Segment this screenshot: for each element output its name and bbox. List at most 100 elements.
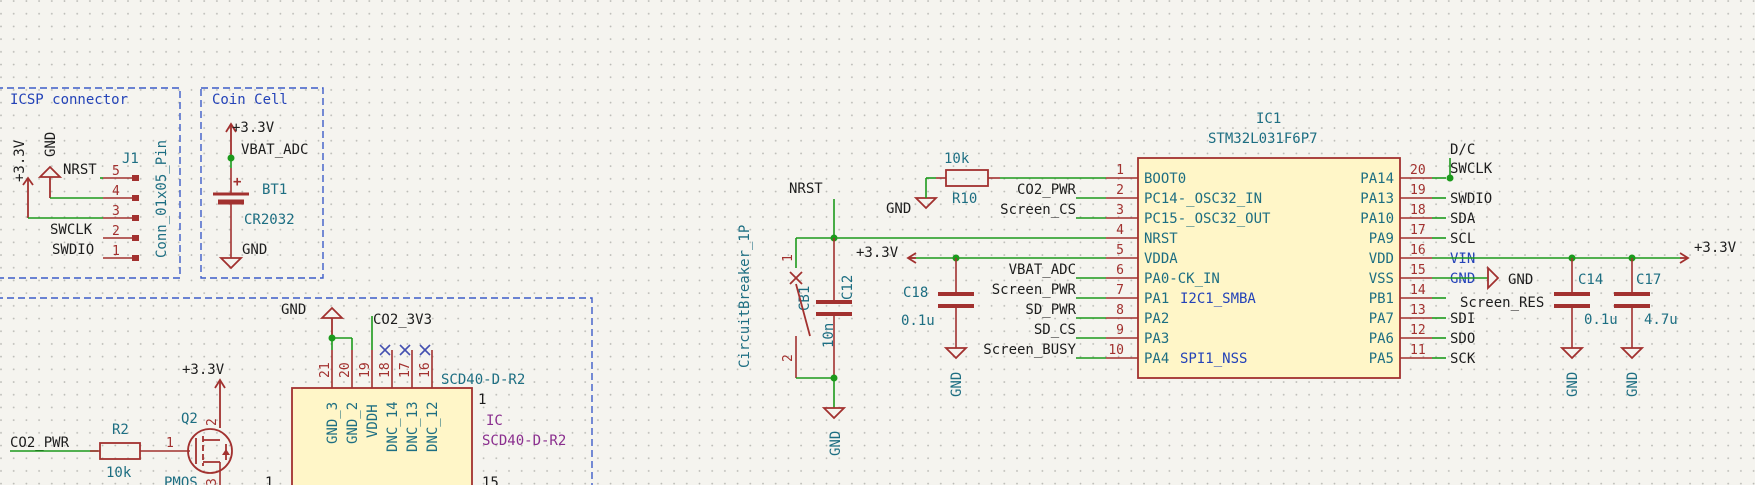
mcu-right-pin-num: 11 (1410, 343, 1426, 358)
q2-body (187, 428, 233, 474)
mcu-right-net-label: SWCLK (1450, 161, 1493, 177)
scd40-pin-18: 18 (378, 362, 393, 378)
c12-ref: C12 (840, 275, 856, 300)
mcu-left-net-label: Screen_PWR (992, 282, 1077, 298)
scd40-right-pin: 15 (482, 475, 499, 485)
mcu-right-pin-num: 14 (1410, 283, 1426, 298)
icsp-pin-4: 4 (112, 184, 120, 199)
mcu-right-pin-num: 15 (1410, 263, 1426, 278)
c18-ref: C18 (903, 285, 928, 301)
mcu-right-net-label: SDA (1450, 211, 1476, 227)
c18-value: 0.1u (901, 313, 935, 329)
c14-ref: C14 (1578, 272, 1603, 288)
vss-gnd-label: GND (1508, 272, 1533, 288)
mcu-left-pin-num: 4 (1116, 223, 1124, 238)
c17-group[interactable]: C17 4.7u GND (1614, 258, 1678, 397)
c12-value: 10n (821, 323, 837, 348)
q2-group[interactable]: +3.3V 2 Q2 CO2_PWR R2 10k 1 3 PMOS (10, 362, 233, 485)
reset-nrst-label: NRST (789, 181, 823, 197)
scd40-pinname-dnc12: DNC_12 (425, 401, 441, 452)
mcu-left-pins: 1BOOT02PC14-_OSC32_INCO2_PWR3PC15-_OSC32… (983, 163, 1271, 367)
mcu-left-pin-alt: I2C1_SMBA (1180, 291, 1256, 307)
coin-plus: + (233, 174, 241, 190)
mcu-ref: IC1 (1256, 111, 1281, 127)
mcu-left-net-label: VBAT_ADC (1009, 262, 1076, 278)
scd40-co2-3v3-label: CO2_3V3 (373, 312, 432, 328)
coin-sheet-box (200, 87, 324, 279)
mcu-right-pin-name: PA6 (1369, 331, 1394, 347)
cb-name: CircuitBreaker_1P (737, 225, 753, 368)
scd40-value-top: SCD40-D-R2 (441, 372, 525, 388)
mcu-right-pin-name: PA5 (1369, 351, 1394, 367)
scd40-pinname-vddh: VDDH (365, 404, 381, 438)
icsp-pin-5: 5 (112, 164, 120, 179)
icsp-gnd-label: GND (43, 132, 59, 157)
q2-net-co2pwr: CO2_PWR (10, 435, 70, 451)
scd40-pin-19: 19 (358, 362, 373, 378)
icsp-sheet-title: ICSP connector (10, 92, 128, 108)
scd40-group[interactable]: GND CO2_3V3 21 20 19 18 17 16 GND_3 GN (0, 297, 593, 485)
mcu-right-pin-name: PA9 (1369, 231, 1394, 247)
icsp-value: Conn_01x05_Pin (154, 140, 170, 258)
scd40-pin-20: 20 (338, 362, 353, 378)
r10-group[interactable]: 10k GND R10 (886, 151, 1106, 217)
scd40-pin-21: 21 (318, 362, 333, 378)
icsp-net-nrst: NRST (63, 162, 97, 178)
icsp-pin-2: 2 (112, 224, 120, 239)
coin-ref: BT1 (262, 182, 287, 198)
mcu-left-pin-num: 10 (1108, 343, 1124, 358)
icsp-connector-group[interactable]: ICSP connector GND +3.3V 5 4 3 2 1 (0, 87, 181, 279)
scd40-pin-16: 16 (418, 362, 433, 378)
c18-gnd-label: GND (949, 372, 965, 397)
icsp-pin-3: 3 (112, 204, 120, 219)
c18-group[interactable]: C18 0.1u GND (901, 258, 974, 397)
mcu-right-net-label: SCL (1450, 231, 1475, 247)
icsp-net-swclk: SWCLK (50, 222, 93, 238)
cb-pin1: 1 (781, 254, 796, 262)
vdd-v33-label: +3.3V (1694, 240, 1737, 256)
c18-gnd-symbol (943, 347, 969, 360)
vss-gnd-symbol (1487, 265, 1500, 291)
mcu-right-net-label: SDI (1450, 311, 1475, 327)
mcu-right-net-label: VIN (1450, 251, 1475, 267)
scd40-sheet-box (0, 297, 593, 485)
icsp-pin-1: 1 (112, 244, 120, 259)
mcu-left-net-label: Screen_BUSY (983, 342, 1076, 358)
mcu-body (1137, 157, 1401, 379)
mcu-group[interactable]: IC1 STM32L031F6P7 1BOOT02PC14-_OSC32_INC… (856, 111, 1737, 379)
mcu-right-pin-num: 12 (1410, 323, 1426, 338)
mcu-left-pin-num: 2 (1116, 183, 1124, 198)
mcu-right-net-label: SCK (1450, 351, 1476, 367)
mcu-left-pin-name: PC14-_OSC32_IN (1144, 191, 1262, 207)
coin-cell-group[interactable]: Coin Cell +3.3V VBAT_ADC + BT1 CR2032 GN… (200, 87, 324, 279)
cb-pin2: 2 (781, 354, 796, 362)
c14-group[interactable]: C14 0.1u GND (1554, 258, 1618, 397)
mcu-left-pin-name: VDDA (1144, 251, 1178, 267)
mcu-right-pin-num: 20 (1410, 163, 1426, 178)
reset-group[interactable]: NRST CircuitBreaker_1P CB1 1 2 C12 10n G… (737, 181, 1106, 456)
mcu-right-pin-name: PA7 (1369, 311, 1394, 327)
scd40-body (291, 387, 473, 485)
coin-v33-label: +3.3V (232, 120, 275, 136)
mcu-dc-junction (1446, 174, 1454, 182)
mcu-right-pin-name: PA14 (1360, 171, 1394, 187)
mcu-left-net-label: SD_CS (1034, 322, 1076, 338)
icsp-v33-label: +3.3V (12, 139, 28, 182)
mcu-left-pin-num: 1 (1116, 163, 1124, 178)
q2-pin2: 2 (205, 418, 220, 426)
coin-value: CR2032 (244, 212, 295, 228)
scd40-pinname-gnd2: GND_2 (345, 402, 361, 444)
mcu-left-pin-num: 6 (1116, 263, 1124, 278)
mcu-left-pin-num: 5 (1116, 243, 1124, 258)
coin-gnd-label: GND (242, 242, 267, 258)
mcu-left-pin-alt: SPI1_NSS (1180, 351, 1247, 367)
mcu-right-pin-name: PA13 (1360, 191, 1394, 207)
scd40-pinname-dnc14: DNC_14 (385, 401, 401, 452)
icsp-pin-stubs (103, 175, 139, 261)
icsp-net-swdio: SWDIO (52, 242, 94, 258)
mcu-right-pin-name: VSS (1369, 271, 1394, 287)
q2-pin1: 1 (166, 436, 174, 451)
cb-lever (795, 283, 811, 337)
